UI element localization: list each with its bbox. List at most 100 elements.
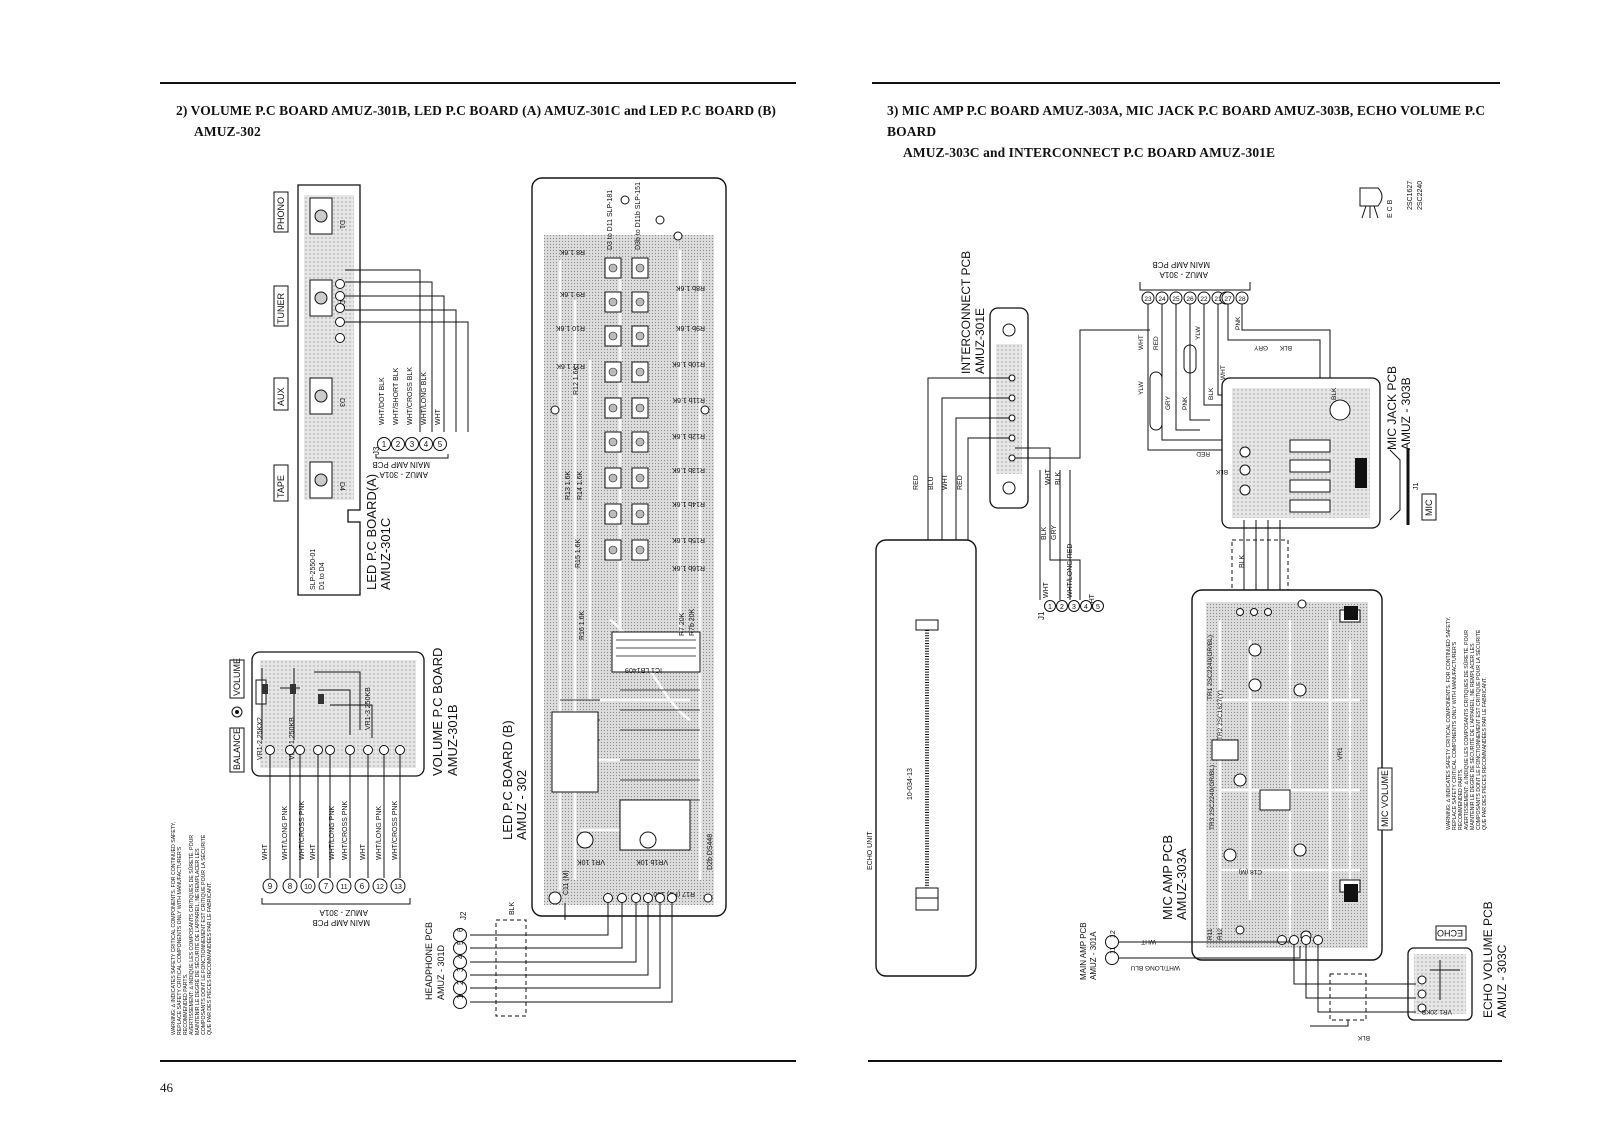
r16b: R16b 1.6K: [672, 564, 705, 571]
ic-side-blk: BLK: [1055, 471, 1062, 485]
led-b-ic: IC1 LB1409: [625, 666, 662, 673]
mic-jack-wire-4: RED: [1196, 450, 1210, 457]
r9: R9 1.6K: [559, 290, 585, 297]
volume-label: VOLUME: [232, 658, 242, 696]
warn-r-7: QUE PAR DES PIÈCES RECOMMANDÉES PAR LE F…: [1481, 677, 1488, 830]
top-wire-8: WHT: [1220, 365, 1227, 380]
vol-wire-6: WHT/CROSS PNK: [342, 801, 349, 860]
left-top-rule: [160, 82, 796, 84]
top-wire-3: YLW: [1138, 381, 1145, 395]
mic-jack-title: MIC JACK PCB: [1385, 366, 1399, 450]
led-board-b: R8 1.6K R9 1.6K R10 1.6K R11 1.6K R12 1.…: [500, 177, 727, 917]
top-wire-4: GRY: [1165, 395, 1172, 410]
top-pin-21: 21: [1214, 296, 1222, 303]
volume-board: VR1-2 25KX2 VR1-1 250KB VR1-3 250KB VOLU…: [229, 648, 460, 927]
j1-wire-4: GRY: [1051, 525, 1058, 540]
vol-dest-line2: AMUZ - 301A: [319, 908, 368, 917]
led-a-input-labels: PHONO TUNER AUX TAPE: [273, 191, 289, 502]
j2-pin-6: 6: [456, 927, 465, 932]
interconnect-line1: INTERCONNECT PCB: [959, 251, 973, 374]
led-a-wire-1: WHT/DOT BLK: [379, 377, 386, 425]
left-section-heading: 2) VOLUME P.C BOARD AMUZ-301B, LED P.C B…: [176, 100, 796, 142]
echo-vol-code: AMUZ - 303C: [1495, 944, 1509, 1018]
mic-amp-top-wire-labels: WHT RED YLW GRY BLK PNK YLW WHT PNK: [1138, 316, 1242, 410]
j2-blk-label: BLK: [509, 901, 516, 915]
headphone-j2: BLK 6 5 4 3 2 1 J2 HEADPHONE PCB AMUZ - …: [424, 901, 673, 1017]
warning-left: WARNING: ∆ INDICATES SAFETY CRITICAL COM…: [171, 822, 213, 1035]
main-amp-top-line2: AMUZ - 301A: [1159, 270, 1208, 279]
ic-wire-wht: WHT: [942, 473, 949, 490]
pot-vr1-2: VR1-2 25KX2: [257, 717, 264, 760]
j1-pin-1: 1: [1048, 604, 1052, 611]
mic-amp-vr1: VR1: [1337, 747, 1344, 760]
j1-pin-2: 2: [1060, 604, 1064, 611]
warn-r-6: COMPOSANTS DONT LE FONCTIONNEMENT EST CR…: [1475, 629, 1482, 830]
transistor-symbol: E C B 2SC1627 2SC2240: [1359, 181, 1424, 219]
warn-l-4: AVERTISSEMENT: ∆ INDIQUE LES COMPOSANTS …: [188, 835, 195, 1035]
j1-pin-5: 5: [1096, 604, 1100, 611]
transistor-type-2: 2SC2240: [1417, 181, 1424, 210]
r10: R10 1.6K: [555, 324, 585, 331]
led-a-wire-4: WHT/LONG BLK: [421, 372, 428, 425]
vol-wire-7: WHT: [360, 843, 367, 860]
right-top-rule: [872, 82, 1500, 84]
led-b-r7: R7 20K: [679, 612, 686, 636]
j3-label: J3: [372, 446, 381, 455]
main-wire-blu: WHT/LONG BLU: [1130, 964, 1180, 971]
echo-label: ECHO: [1437, 928, 1463, 938]
right-heading-line2: AMUZ-303C and INTERCONNECT P.C BOARD AMU…: [903, 145, 1276, 160]
ic-wire-red2: RED: [957, 475, 964, 490]
top-pin-25: 25: [1172, 296, 1180, 303]
input-label-phono: PHONO: [276, 197, 286, 230]
led-a-title: LED P.C BOARD(A): [364, 474, 379, 590]
warn-l-3: RECOMMENDED PARTS.: [183, 974, 189, 1036]
volume-board-title: VOLUME P.C BOARD: [430, 648, 445, 776]
vol-wire-9: WHT/CROSS PNK: [392, 801, 399, 860]
warning-right: WARNING: ∆ INDICATES SAFETY CRITICAL COM…: [1446, 617, 1488, 830]
left-bottom-rule: [160, 1060, 796, 1062]
top-wire-2: RED: [1153, 336, 1160, 350]
vol-wire-3: WHT/CROSS PNK: [299, 801, 306, 860]
ic-wire-blu: BLU: [928, 476, 935, 490]
diode-d3: D3: [338, 398, 345, 407]
led-a-wire-labels: WHT/DOT BLK WHT/SHORT BLK WHT/CROSS BLK …: [379, 367, 442, 425]
led-a-dest-line1: MAIN AMP PCB: [372, 460, 430, 469]
top-pin-22: 22: [1200, 296, 1208, 303]
led-a-wire-2: WHT/SHORT BLK: [393, 367, 400, 425]
headphone-line2: AMUZ - 301D: [436, 944, 446, 1000]
led-board-a: PHONO TUNER AUX TAPE D1 D2 D3 D4: [273, 184, 469, 596]
echo-blk: BLK: [1357, 1034, 1370, 1041]
j1-pin-4: 4: [1084, 604, 1088, 611]
volume-board-code: AMUZ-301B: [445, 704, 460, 776]
echo-unit: 10-034-13 ECHO UNIT: [867, 539, 977, 977]
led-a-code: AMUZ-301C: [378, 518, 393, 590]
echo-pot: VR1 20KB: [1422, 1008, 1452, 1015]
left-heading-line1: 2) VOLUME P.C BOARD AMUZ-301B, LED P.C B…: [176, 103, 777, 118]
input-label-tape: TAPE: [276, 475, 286, 498]
led-b-part-b: D3b to D11b SLP-151: [635, 182, 642, 250]
balance-label: BALANCE: [232, 728, 242, 770]
led-b-r7b: R7b 20K: [689, 608, 696, 636]
led-a-wire-5: WHT: [435, 408, 442, 425]
mic-amp-title: MIC AMP PCB: [1160, 835, 1175, 920]
main-amp-top-line1: MAIN AMP PCB: [1152, 260, 1210, 269]
vol-wire-8: WHT/LONG PNK: [376, 806, 383, 860]
transistor-pins: E C B: [1387, 199, 1394, 218]
vol-pin-8: 8: [288, 882, 293, 891]
j3-pin-4: 4: [424, 440, 429, 449]
j2-pin-1: 1: [456, 994, 465, 999]
top-wire-7: YLW: [1195, 326, 1202, 340]
page-number: 46: [160, 1080, 173, 1095]
warn-l-6: COMPOSANTS DONT LE FONCTIONNEMENT EST CR…: [200, 834, 207, 1035]
j2-pin-5: 5: [456, 940, 465, 945]
vol-pin-10: 10: [304, 884, 312, 891]
r15: R15 1.6K: [575, 538, 582, 568]
r16: R16 1.6K: [579, 610, 586, 640]
ic-side-wht: WHT: [1045, 468, 1052, 485]
top-wire-5: BLK: [1208, 387, 1215, 400]
mic-amp-board: TR1 2SC2240(GR/BL) TR2 2SC1627(Y) TR3 2S…: [1160, 589, 1383, 961]
r14: R14 1.6K: [577, 470, 584, 500]
vol-pin-13: 13: [394, 884, 402, 891]
j3-pin-1: 1: [382, 440, 387, 449]
